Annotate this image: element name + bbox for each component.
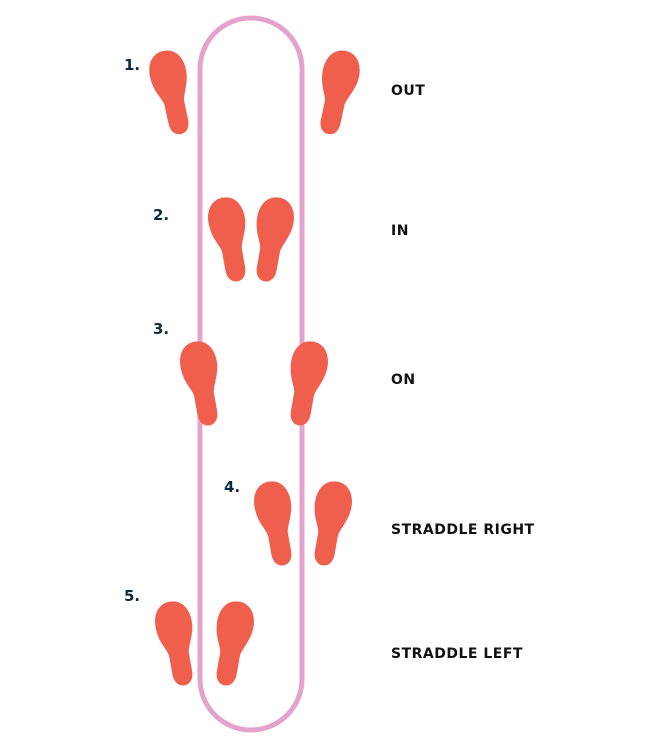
right-foot-icon <box>280 338 332 429</box>
left-foot-icon <box>250 478 302 569</box>
step-3-feet <box>176 338 332 429</box>
step-3-number: 3. <box>153 320 170 338</box>
left-foot-icon <box>145 47 199 138</box>
step-4-number: 4. <box>224 478 241 496</box>
step-1-number: 1. <box>124 56 141 74</box>
right-foot-icon <box>246 194 298 285</box>
step-5-number: 5. <box>124 587 141 605</box>
right-foot-icon <box>304 478 356 569</box>
step-1-feet <box>145 47 364 138</box>
step-5-feet <box>151 598 258 689</box>
step-2-feet <box>204 194 298 285</box>
left-foot-icon <box>151 598 203 689</box>
step-5-label: STRADDLE LEFT <box>391 646 523 662</box>
step-2-label: IN <box>391 223 409 239</box>
step-1-label: OUT <box>391 83 426 99</box>
left-foot-icon <box>204 194 256 285</box>
step-4-label: STRADDLE RIGHT <box>391 522 535 538</box>
step-2-number: 2. <box>153 206 170 224</box>
step-3-label: ON <box>391 372 416 388</box>
right-foot-icon <box>206 598 258 689</box>
right-foot-icon <box>310 47 364 138</box>
left-foot-icon <box>176 338 228 429</box>
